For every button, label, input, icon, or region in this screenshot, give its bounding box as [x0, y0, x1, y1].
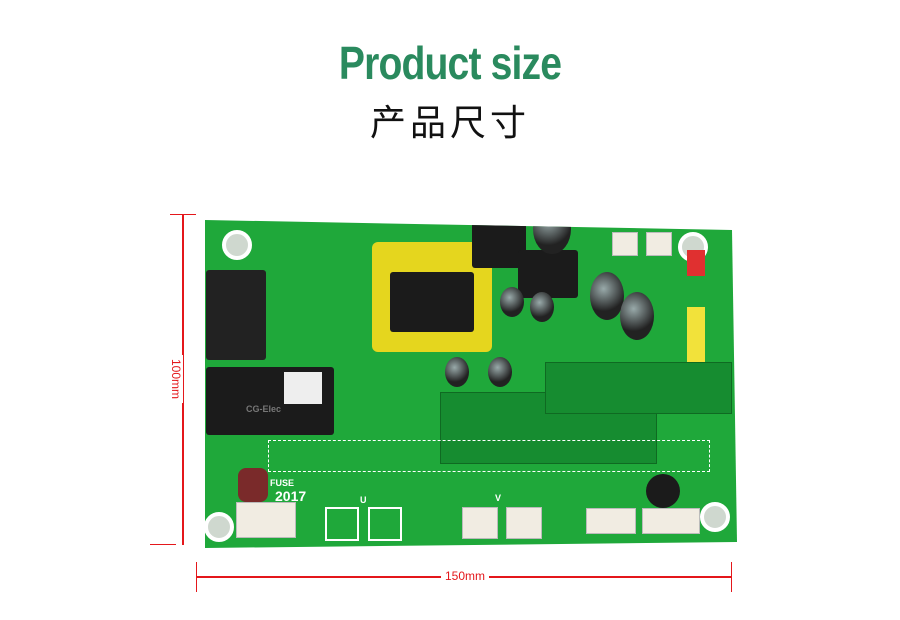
height-label: 100mm — [169, 354, 184, 404]
regulator-heatsink — [472, 220, 526, 268]
capacitor — [488, 357, 512, 387]
page-title: Product size — [338, 37, 562, 89]
terminal — [368, 507, 402, 541]
height-tick-top — [170, 214, 196, 215]
mount-hole — [205, 512, 234, 542]
phase-v-label: V — [495, 493, 502, 503]
silkscreen-outline — [268, 440, 710, 472]
pcb-board-photo: CG-Elec FUSE 2017 U V — [205, 220, 737, 548]
connector — [646, 232, 672, 256]
connector — [506, 507, 542, 539]
width-label: 150mm — [441, 569, 490, 583]
fuse-label: FUSE — [270, 478, 295, 488]
height-tick-bottom — [150, 544, 176, 545]
mount-hole — [222, 230, 252, 260]
connector — [612, 232, 638, 256]
capacitor — [590, 272, 624, 320]
terminal — [325, 507, 359, 541]
connector — [462, 507, 498, 539]
heatsink — [206, 270, 266, 360]
page-subtitle: 产品尺寸 — [369, 102, 530, 143]
year-label: 2017 — [275, 488, 307, 504]
connector — [586, 508, 636, 534]
phase-u-label: U — [360, 495, 367, 505]
width-tick-left — [196, 562, 197, 592]
buzzer — [646, 474, 680, 508]
connector — [236, 502, 296, 538]
brand-label: CG-Elec — [246, 404, 282, 414]
capacitor — [500, 287, 524, 317]
relay-small — [518, 250, 578, 298]
width-tick-right — [731, 562, 732, 592]
connector — [642, 508, 700, 534]
mount-hole — [700, 502, 730, 532]
driver-board — [545, 362, 732, 414]
red-connector — [687, 250, 705, 276]
qr-label — [284, 372, 322, 404]
capacitor — [533, 220, 571, 254]
yellow-capacitor — [687, 307, 705, 367]
capacitor — [530, 292, 554, 322]
capacitor — [620, 292, 654, 340]
fuse — [238, 468, 268, 502]
capacitor — [445, 357, 469, 387]
transformer-core — [390, 272, 474, 332]
